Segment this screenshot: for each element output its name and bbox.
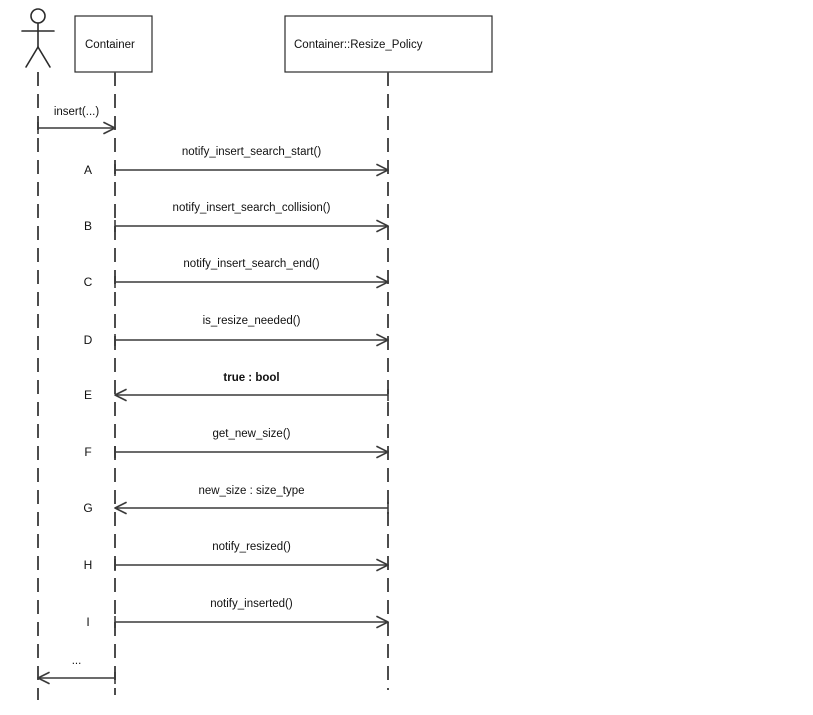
message-arrowhead [376,333,389,347]
message-label: notify_resized() [212,541,291,553]
step-labels-layer: A B C D E F G H I [83,163,92,629]
message-label: is_resize_needed() [203,315,301,327]
participant-container-label: Container [85,39,135,51]
message-label: new_size : size_type [198,485,304,497]
step-label-d: D [84,333,93,347]
step-label-a: A [84,163,92,177]
message-arrowhead [103,121,116,135]
message-d[interactable] [114,333,389,347]
message-arrowhead [376,275,389,289]
message-arrowhead [376,558,389,572]
message-c[interactable] [114,275,389,289]
message-g[interactable] [114,501,389,515]
step-label-c: C [84,275,93,289]
participant-resize-policy[interactable]: Container::Resize_Policy [284,15,493,73]
participant-resize-policy-label: Container::Resize_Policy [294,39,423,51]
message-f[interactable] [114,445,389,459]
message-arrowhead [376,163,389,177]
message-arrowhead [376,615,389,629]
message-root-0[interactable] [37,121,116,135]
message-arrowhead [114,388,127,402]
message-label: true : bool [223,372,279,384]
message-i[interactable] [114,615,389,629]
message-e[interactable] [114,388,389,402]
message-arrowhead [376,219,389,233]
message-h[interactable] [114,558,389,572]
message-label: notify_insert_search_collision() [173,202,331,214]
message-arrowhead [376,445,389,459]
message-label: notify_insert_search_end() [183,258,319,270]
message-label: get_new_size() [213,428,291,440]
message-b[interactable] [114,219,389,233]
messages-layer: insert(...) notify_insert_search_start()n… [37,106,389,685]
step-label-f: F [84,445,91,459]
message-root-10[interactable] [37,671,116,685]
message-label: insert(...) [54,106,100,118]
step-label-e: E [84,388,92,402]
step-label-b: B [84,219,92,233]
message-label: notify_insert_search_start() [182,146,322,158]
actor-stick-figure-icon [21,8,55,68]
step-label-i: I [86,615,89,629]
step-label-h: H [84,558,93,572]
step-label-g: G [83,501,92,515]
message-arrowhead [37,671,50,685]
message-arrowhead [114,501,127,515]
message-label: ... [72,655,82,667]
participant-container[interactable]: Container [74,15,153,73]
message-a[interactable] [114,163,389,177]
message-label: notify_inserted() [210,598,293,610]
